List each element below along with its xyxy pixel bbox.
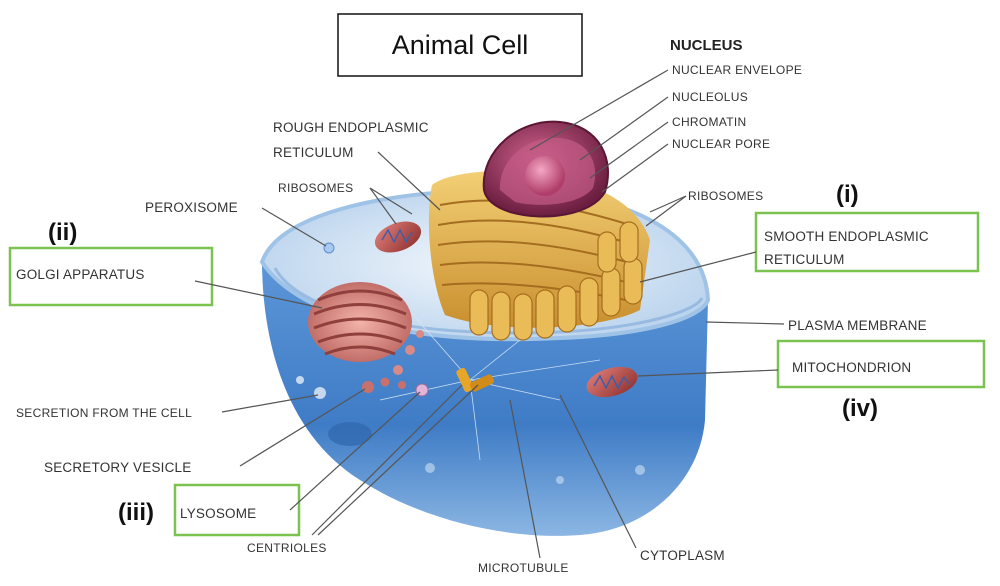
golgi-highlight-box [8, 246, 214, 307]
smooth-er-shape [469, 221, 643, 341]
ribosomes-right-leader-2 [649, 195, 687, 213]
vesicle [296, 376, 304, 384]
centrioles-label: CENTRIOLES [247, 541, 327, 555]
centrioles-leader-1 [311, 384, 463, 536]
ribosomes-left-leader-2 [369, 187, 397, 225]
golgi-apparatus [308, 282, 424, 375]
ribosomes-left-leader [369, 187, 413, 215]
lysosome-label: LYSOSOME [180, 506, 256, 521]
peroxisome-shape [323, 242, 335, 254]
nucleus-label-group: NUCLEUS NUCLEAR ENVELOPE NUCLEOLUS CHROM… [670, 37, 802, 151]
golgi-label: GOLGI APPARATUS [16, 267, 145, 282]
nuclear-envelope-label: NUCLEAR ENVELOPE [672, 63, 802, 77]
secretion-label: SECRETION FROM THE CELL [16, 406, 192, 420]
ribosomes-left-label: RIBOSOMES [278, 181, 353, 195]
rough-er-leader [377, 151, 441, 211]
golgi-marker: (ii) [48, 219, 77, 246]
smooth-er-highlight-box [754, 211, 980, 273]
vesicle [556, 476, 564, 484]
golgi-leader [194, 280, 323, 309]
smooth-er-label-line1: SMOOTH ENDOPLASMIC [764, 229, 929, 244]
nucleus-heading: NUCLEUS [670, 37, 743, 54]
nucleus-shape [482, 120, 609, 218]
plasma-membrane-leader [705, 321, 785, 325]
peroxisome-leader [261, 207, 327, 247]
lysosome-highlight-box [173, 483, 301, 537]
secretion-leader [221, 394, 319, 413]
smooth-er-marker: (i) [836, 181, 859, 208]
secretory-vesicle-leader [239, 388, 366, 467]
lysosome-leader [289, 391, 421, 511]
lysosome-marker: (iii) [118, 499, 154, 526]
title-box: Animal Cell [337, 13, 583, 77]
ribosomes-right-leader [645, 195, 687, 227]
nucleolus-label: NUCLEOLUS [672, 90, 748, 104]
rough-er-label-line2: RETICULUM [273, 145, 354, 160]
mitochondrion-right-shape [586, 366, 638, 398]
secretory-vesicle-label: SECRETORY VESICLE [44, 460, 191, 475]
vesicle [314, 387, 326, 399]
mitochondrion-highlight-box [776, 339, 986, 389]
cytoplasm-leader [559, 394, 637, 549]
mitochondrion-shape [328, 422, 372, 446]
plasma-membrane-label: PLASMA MEMBRANE [788, 318, 927, 333]
mitochondrion-leader [637, 369, 779, 377]
chromatin-label: CHROMATIN [672, 115, 746, 129]
nuclear-pore-label: NUCLEAR PORE [672, 137, 770, 151]
smooth-er-leader [639, 251, 757, 283]
centrioles-leader-2 [317, 384, 479, 536]
microtubule-leader [509, 399, 541, 559]
smooth-er-label-line2: RETICULUM [764, 252, 845, 267]
microtubule-label: MICROTUBULE [478, 561, 569, 575]
ribosomes-right-label: RIBOSOMES [688, 189, 763, 203]
mitochondrion-marker: (iv) [842, 395, 878, 422]
mitochondrion-left-shape [374, 221, 422, 253]
nucleolus-shape [525, 156, 565, 196]
rough-er-label-line1: ROUGH ENDOPLASMIC [273, 120, 429, 135]
vesicle [425, 463, 435, 473]
diagram-title: Animal Cell [392, 30, 529, 60]
mitochondrion-label: MITOCHONDRION [792, 360, 911, 375]
nucleus-leader-lines [529, 69, 669, 193]
cytoplasm-label: CYTOPLASM [640, 548, 725, 563]
vesicle [635, 465, 645, 475]
peroxisome-label: PEROXISOME [145, 200, 238, 215]
